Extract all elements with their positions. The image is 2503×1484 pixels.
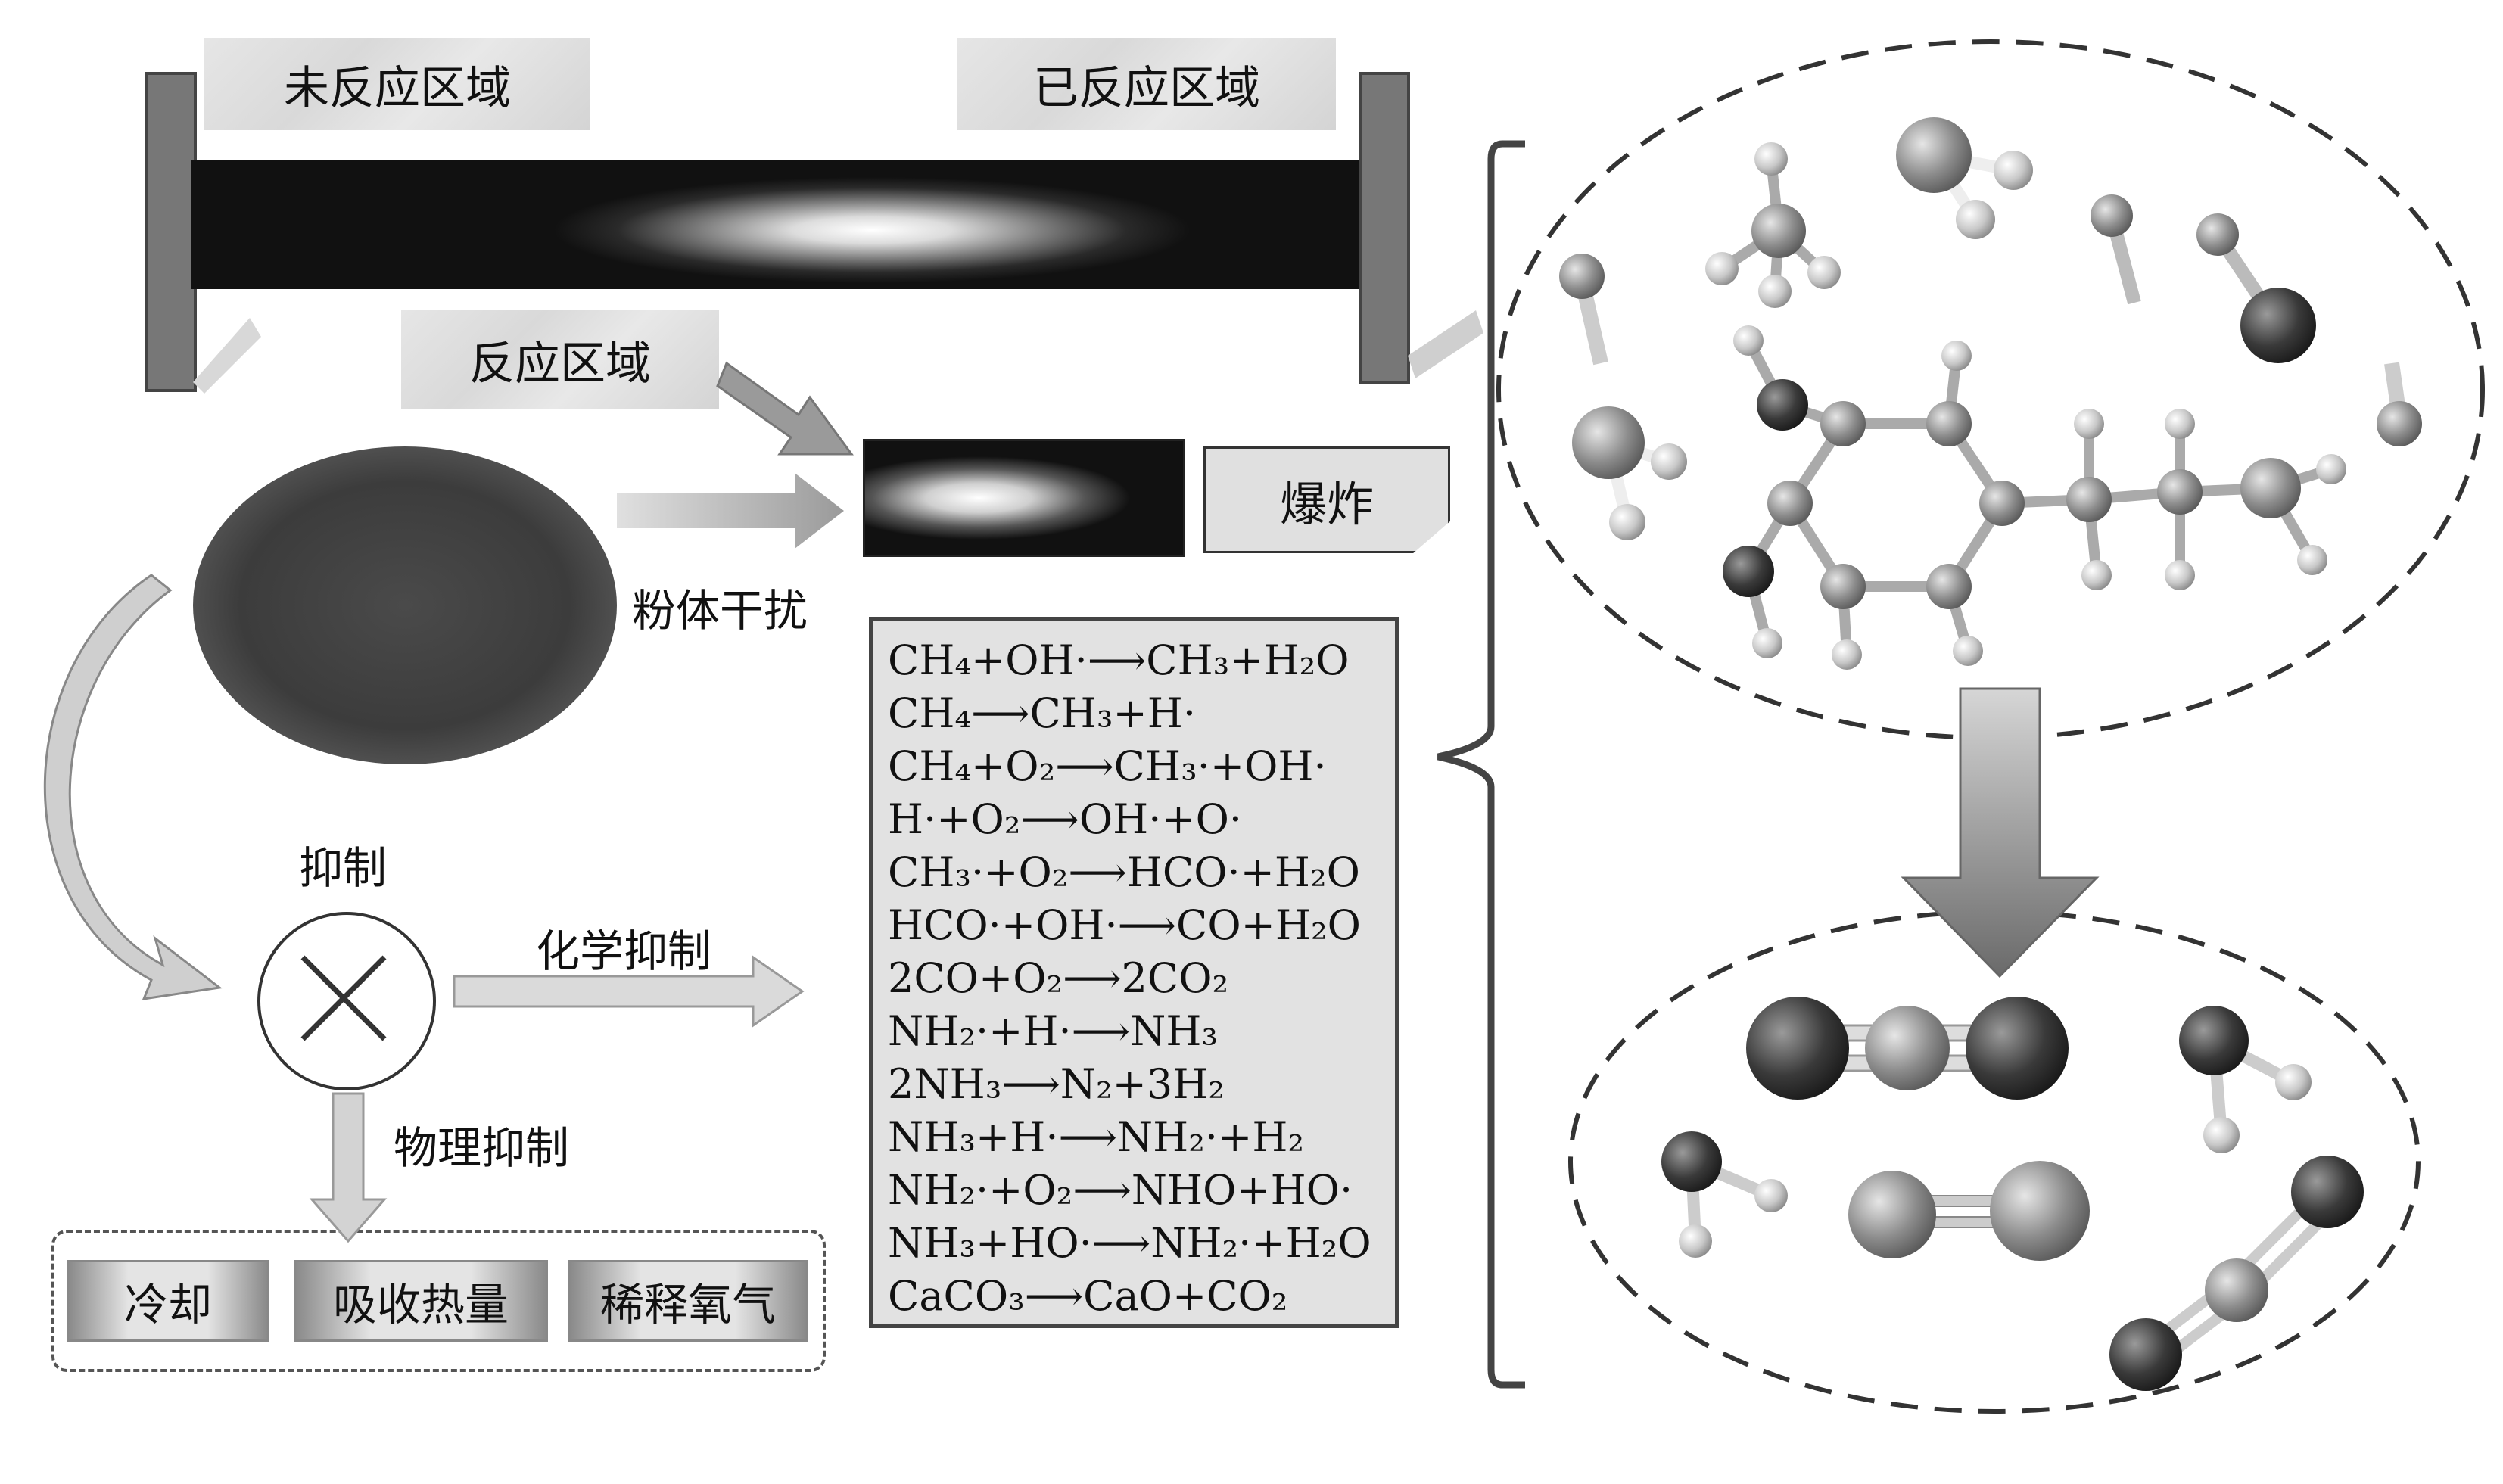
reaction-rhs: CH₃·+OH· — [1113, 742, 1327, 790]
tube-connector — [1408, 310, 1483, 378]
reaction-line: CH₄+OH· ⟶ CH₃+H₂O — [888, 634, 1395, 687]
reaction-rhs: NH₂·+H₂ — [1116, 1113, 1305, 1161]
arrow-powder-to-flame — [617, 473, 844, 549]
reaction-lhs: H·+O₂ — [888, 795, 1021, 843]
reaction-lhs: CH₄ — [888, 689, 972, 737]
close-icon — [300, 955, 387, 1041]
explosion-label: 爆炸 — [1279, 476, 1374, 532]
reaction-lhs: 2NH₃ — [888, 1060, 1002, 1108]
reaction-line: CH₄ ⟶ CH₃+H· — [888, 687, 1395, 740]
reaction-lhs: HCO·+OH· — [888, 901, 1118, 949]
reaction-lhs: CH₃·+O₂ — [888, 848, 1069, 896]
arrow-to-physical — [309, 1092, 388, 1243]
reacted-zone-label: 已反应区域 — [957, 38, 1336, 130]
reaction-line: NH₃+HO· ⟶ NH₂·+H₂O — [888, 1217, 1395, 1270]
explosion-note: 爆炸 — [1203, 446, 1450, 553]
reaction-line: HCO·+OH· ⟶ CO+H₂O — [888, 899, 1395, 952]
reaction-rhs: HCO·+H₂O — [1126, 848, 1360, 896]
tube-body — [191, 160, 1359, 289]
reaction-zone-label: 反应区域 — [401, 310, 719, 409]
arrow-reaction-to-flame — [716, 361, 854, 456]
reaction-rhs: CaO+CO₂ — [1083, 1272, 1288, 1320]
reaction-rhs: CH₃+H₂O — [1146, 636, 1350, 684]
option-heat-absorption: 吸收热量 — [294, 1260, 548, 1342]
arrow-right-icon: ⟶ — [1001, 1060, 1060, 1108]
arrow-right-icon: ⟶ — [1087, 636, 1147, 684]
reaction-line: H·+O₂ ⟶ OH·+O· — [888, 793, 1395, 846]
reaction-lhs: NH₃+HO· — [888, 1219, 1092, 1267]
products-ellipse — [1568, 910, 2421, 1414]
reaction-lhs: CaCO₃ — [888, 1272, 1025, 1320]
option-oxygen-dilution: 稀释氧气 — [568, 1260, 808, 1342]
arrow-powder-to-suppression — [43, 574, 223, 1000]
reaction-rhs: NH₂·+H₂O — [1150, 1219, 1371, 1267]
arrow-right-icon: ⟶ — [1063, 954, 1122, 1002]
reaction-line: 2CO+O₂ ⟶ 2CO₂ — [888, 952, 1395, 1005]
arrow-right-icon: ⟶ — [1071, 1007, 1131, 1055]
arrow-right-icon: ⟶ — [1055, 742, 1114, 790]
physical-suppression-label: 物理抑制 — [394, 1122, 570, 1174]
powder-interference-label: 粉体干扰 — [632, 585, 808, 636]
arrow-right-icon: ⟶ — [1058, 1113, 1117, 1161]
reactants-ellipse — [1496, 39, 2485, 740]
reaction-rhs: OH·+O· — [1079, 795, 1243, 843]
reaction-line: NH₂·+H· ⟶ NH₃ — [888, 1005, 1395, 1058]
arrow-right-icon: ⟶ — [1091, 1219, 1151, 1267]
flame-image — [863, 439, 1185, 557]
reaction-lhs: CH₄+OH· — [888, 636, 1088, 684]
reaction-rhs: CH₃+H· — [1029, 689, 1197, 737]
reaction-line: NH₂·+O₂ ⟶ NHO+HO· — [888, 1164, 1395, 1217]
arrow-right-icon: ⟶ — [1068, 848, 1127, 896]
reaction-rhs: NHO+HO· — [1131, 1166, 1353, 1214]
reaction-lhs: NH₃+H· — [888, 1113, 1059, 1161]
reaction-line: CH₃·+O₂ ⟶ HCO·+H₂O — [888, 846, 1395, 899]
reaction-lhs: 2CO+O₂ — [888, 954, 1063, 1002]
arrow-right-icon: ⟶ — [1020, 795, 1079, 843]
reaction-line: CH₄+O₂ ⟶ CH₃·+OH· — [888, 740, 1395, 793]
tube-right-flange — [1359, 72, 1410, 384]
reaction-line: 2NH₃ ⟶ N₂+3H₂ — [888, 1058, 1395, 1111]
arrow-right-icon: ⟶ — [1072, 1166, 1132, 1214]
reaction-line: CaCO₃ ⟶ CaO+CO₂ — [888, 1270, 1395, 1323]
arrow-right-icon: ⟶ — [971, 689, 1030, 737]
physical-options-box — [51, 1230, 826, 1372]
tube-connector-left — [193, 318, 261, 394]
reactant-molecules — [1559, 117, 2422, 670]
reaction-line: NH₃+H· ⟶ NH₂·+H₂ — [888, 1111, 1395, 1164]
reaction-lhs: NH₂·+O₂ — [888, 1166, 1073, 1214]
chemical-suppression-label: 化学抑制 — [536, 926, 712, 977]
powder-image — [193, 446, 617, 764]
arrow-to-chemical — [453, 955, 805, 1028]
arrow-reactants-to-products — [1901, 687, 2100, 978]
reaction-rhs: 2CO₂ — [1121, 954, 1229, 1002]
unreacted-zone-label: 未反应区域 — [204, 38, 590, 130]
brace-bracket — [1437, 140, 1525, 1389]
product-molecules — [1661, 997, 2364, 1391]
reaction-rhs: N₂+3H₂ — [1060, 1060, 1225, 1108]
suppression-symbol — [257, 912, 436, 1090]
reaction-lhs: CH₄+O₂ — [888, 742, 1056, 790]
reaction-lhs: NH₂·+H· — [888, 1007, 1072, 1055]
arrow-right-icon: ⟶ — [1024, 1272, 1084, 1320]
suppression-label: 抑制 — [299, 842, 388, 894]
reaction-rhs: NH₃ — [1130, 1007, 1219, 1055]
arrow-right-icon: ⟶ — [1117, 901, 1177, 949]
option-cooling: 冷却 — [67, 1260, 269, 1342]
reaction-rhs: CO+H₂O — [1176, 901, 1361, 949]
